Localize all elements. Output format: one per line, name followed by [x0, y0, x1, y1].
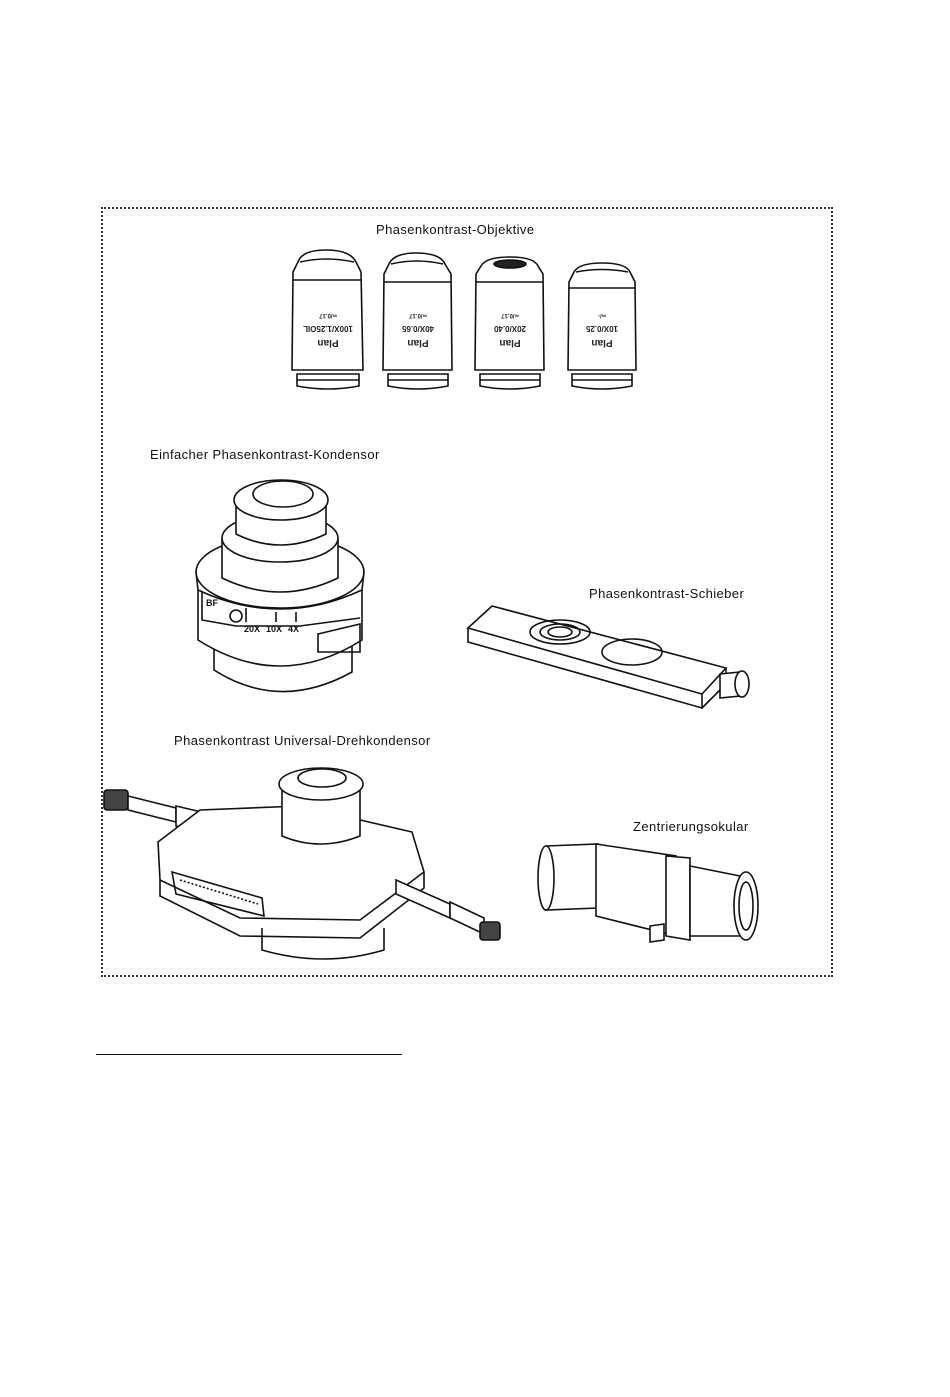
objective-40x-correction: ∞/0.17 [409, 312, 427, 318]
objective-100x: Plan 100X/1.25OIL ∞/0.17 [292, 250, 363, 389]
objective-10x-brand: Plan [591, 337, 612, 348]
objective-100x-spec: 100X/1.25OIL [303, 324, 353, 333]
objective-10x: Plan 10X/0.25 ∞/- [568, 263, 636, 389]
objective-20x-correction: ∞/0.17 [501, 312, 519, 318]
objective-10x-spec: 10X/0.25 [585, 324, 618, 333]
footnote-rule [96, 1054, 402, 1055]
objective-20x-spec: 20X/0.40 [493, 324, 526, 333]
simple-condenser-drawing: BF 20X 10X 4X [196, 480, 364, 692]
condenser-scale-10x: 10X [266, 624, 282, 634]
phase-slider-drawing [468, 606, 749, 708]
condenser-scale-bf: BF [206, 598, 218, 608]
objective-40x-brand: Plan [407, 337, 428, 348]
objective-40x: Plan 40X/0.65 ∞/0.17 [383, 253, 452, 389]
objective-10x-correction: ∞/- [598, 312, 606, 318]
objective-20x: Plan 20X/0.40 ∞/0.17 [475, 257, 544, 389]
objective-20x-brand: Plan [499, 337, 520, 348]
condenser-scale-20x: 20X [244, 624, 260, 634]
universal-condenser-drawing [104, 768, 500, 959]
objective-40x-spec: 40X/0.65 [401, 324, 434, 333]
centering-eyepiece-drawing [538, 844, 758, 942]
condenser-scale-4x: 4X [288, 624, 299, 634]
objective-100x-brand: Plan [317, 337, 338, 348]
objective-100x-correction: ∞/0.17 [319, 312, 337, 318]
